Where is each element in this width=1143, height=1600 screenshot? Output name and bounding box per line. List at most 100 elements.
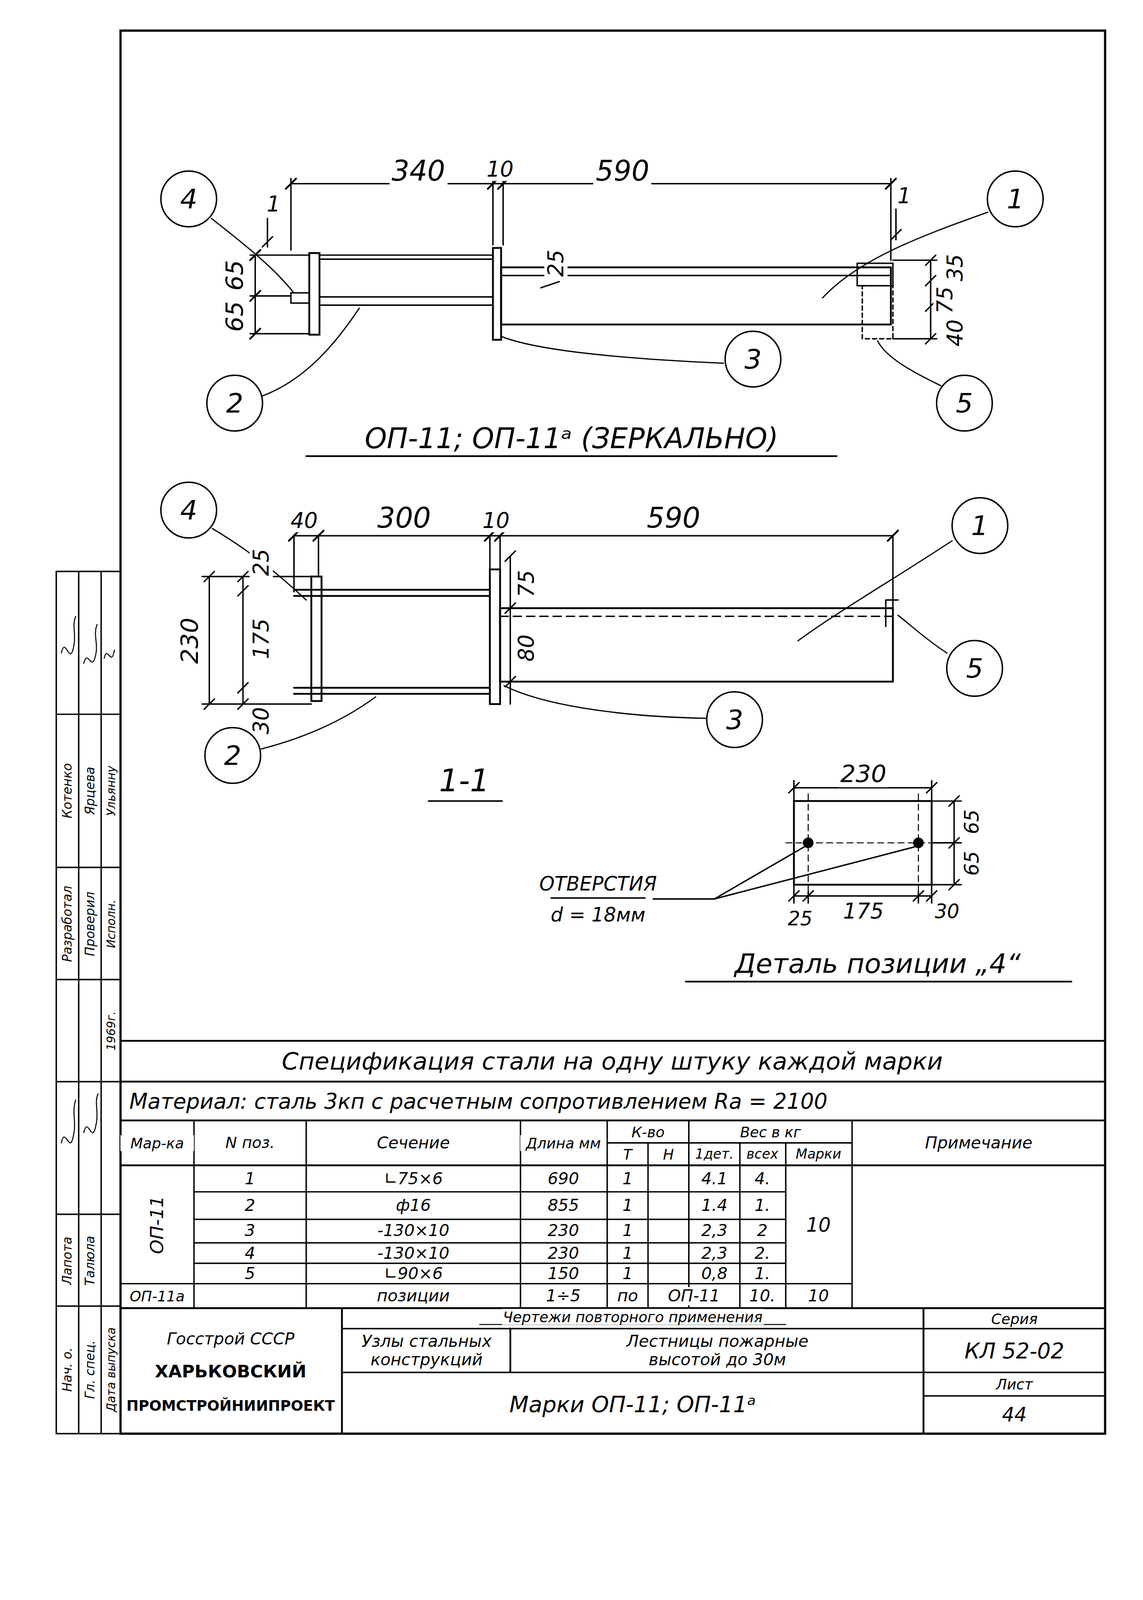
callout-number: 5 (965, 654, 984, 682)
table-cell: 2,3 (699, 1221, 729, 1240)
callout-circle: 1 (986, 170, 1044, 228)
dimension-label: 590 (593, 155, 652, 187)
dimension-label: 1 (265, 192, 283, 216)
dimension-label: 340 (389, 155, 448, 187)
dimension-label: 230 (838, 760, 888, 787)
title-block-text: Марки ОП-11; ОП-11ᵃ (507, 1392, 758, 1417)
stamp-text: Ульянну (105, 764, 118, 817)
callout-circle: 4 (160, 170, 218, 228)
table-cell: по (616, 1287, 640, 1306)
callout-number: 1 (1007, 185, 1025, 213)
table-cell: 4 (243, 1244, 257, 1263)
callout-circle: 1 (951, 496, 1009, 555)
table-cell: 855 (546, 1196, 581, 1215)
title-block-text: 44 (1000, 1403, 1029, 1426)
table-cell: 2 (755, 1221, 769, 1240)
title-underline (428, 799, 503, 802)
callout-circle: 5 (946, 639, 1004, 697)
table-cell: 1 (620, 1221, 634, 1240)
table-cell: 230 (546, 1244, 581, 1263)
callout-circle: 5 (935, 374, 993, 432)
stamp-text: Дата выпуска (105, 1326, 118, 1414)
view-title: Спецификация стали на одну штуку каждой … (279, 1048, 945, 1075)
stamp-text: Разработал (60, 884, 75, 963)
table-cell: 150 (546, 1264, 581, 1283)
dimension-label: 65 (221, 299, 249, 334)
dimension-label: 75 (933, 285, 957, 316)
note: Материал: сталь 3кп с расчетным сопротив… (127, 1089, 830, 1113)
table-cell: 690 (546, 1169, 581, 1188)
dimension-label: 25 (544, 248, 568, 279)
spec-table (120, 1040, 1106, 1309)
table-cell: 1 (243, 1169, 257, 1188)
table-cell: позиции (375, 1287, 452, 1306)
table-cell: ОП-11 (666, 1287, 722, 1306)
table-header: N поз. (195, 1134, 305, 1152)
table-cell: 1.4 (699, 1196, 729, 1215)
callout-number: 4 (180, 185, 198, 213)
table-cell: 10. (748, 1287, 778, 1306)
dimension-label: 30 (932, 900, 961, 922)
dimension-label: 25 (249, 547, 273, 578)
stamp-text: Нач. о. (60, 1346, 75, 1393)
table-cell: 1 (620, 1264, 634, 1283)
stamp-text: Гл. спец. (82, 1339, 97, 1400)
table-header: Н (661, 1146, 676, 1163)
table-cell: ∟90×6 (382, 1264, 444, 1283)
table-cell: 2,3 (699, 1244, 729, 1263)
title-block-text: Лестницы пожарные высотой до 30м (614, 1332, 821, 1369)
table-cell: 1÷5 (544, 1287, 583, 1306)
view-title: 1-1 (436, 763, 493, 798)
table-cell: 10 (806, 1287, 831, 1306)
title-block-text: Узлы стальных конструкций (343, 1332, 510, 1369)
section-drawing (202, 530, 899, 709)
table-cell: 2. (752, 1244, 772, 1263)
table-header: 1дет. (693, 1146, 735, 1162)
dimension-label: 40 (943, 317, 967, 348)
dimension-label: 230 (176, 616, 204, 666)
dimension-label: 80 (514, 632, 539, 664)
table-cell: ф16 (394, 1196, 433, 1215)
dimension-label: 40 (288, 508, 320, 532)
stamp-text: Талюла (82, 1234, 97, 1287)
table-cell: 0,8 (699, 1264, 729, 1283)
callout-circle: 4 (160, 481, 218, 539)
table-cell: 10 (804, 1214, 833, 1236)
table-cell: 2 (243, 1196, 257, 1215)
table-cell: 5 (243, 1264, 257, 1283)
dimension-label: 1 (895, 184, 913, 208)
table-cell: 1 (620, 1196, 634, 1215)
title-block-text: КЛ 52-02 (962, 1339, 1067, 1363)
dimension-label: 75 (514, 568, 539, 600)
dimension-label: 65 (961, 807, 983, 836)
callout-circle: 3 (724, 330, 782, 388)
dimension-label: 65 (221, 258, 249, 294)
title-block-text: Серия (990, 1310, 1039, 1327)
callout-circle: 3 (706, 691, 764, 749)
table-cell: ∟75×6 (382, 1169, 444, 1188)
table-cell: -130×10 (375, 1244, 451, 1263)
title-block-text: ПРОМСТРОЙНИИПРОЕКТ (125, 1397, 337, 1414)
table-cell: 1. (752, 1196, 772, 1215)
table-header: Мар-ка (120, 1135, 195, 1152)
view-title: ОП-11; ОП-11ᵃ (ЗЕРКАЛЬНО) (362, 423, 781, 455)
callout-circle: 2 (206, 374, 264, 432)
table-header: Марки (794, 1146, 843, 1162)
callout-number: 3 (744, 345, 763, 373)
table-cell: 1 (620, 1244, 634, 1263)
table-cell: 4.1 (699, 1169, 729, 1188)
dimension-label: 25 (786, 907, 814, 930)
callout-number: 5 (955, 389, 974, 417)
dimension-label: 35 (943, 252, 967, 283)
table-header: Т (621, 1146, 633, 1163)
callout-circle: 2 (204, 726, 262, 784)
dimension-label: 30 (249, 705, 273, 736)
table-cell: 1. (752, 1264, 772, 1283)
table-cell: ОП-11 (147, 1193, 168, 1256)
top-view-drawing (250, 173, 937, 344)
table-cell: ОП-11а (128, 1288, 186, 1305)
title-underline (306, 455, 837, 457)
dimension-label: 300 (375, 502, 434, 534)
title-block-text: ХАРЬКОВСКИЙ (153, 1362, 308, 1382)
dimension-label: 10 (484, 157, 516, 181)
